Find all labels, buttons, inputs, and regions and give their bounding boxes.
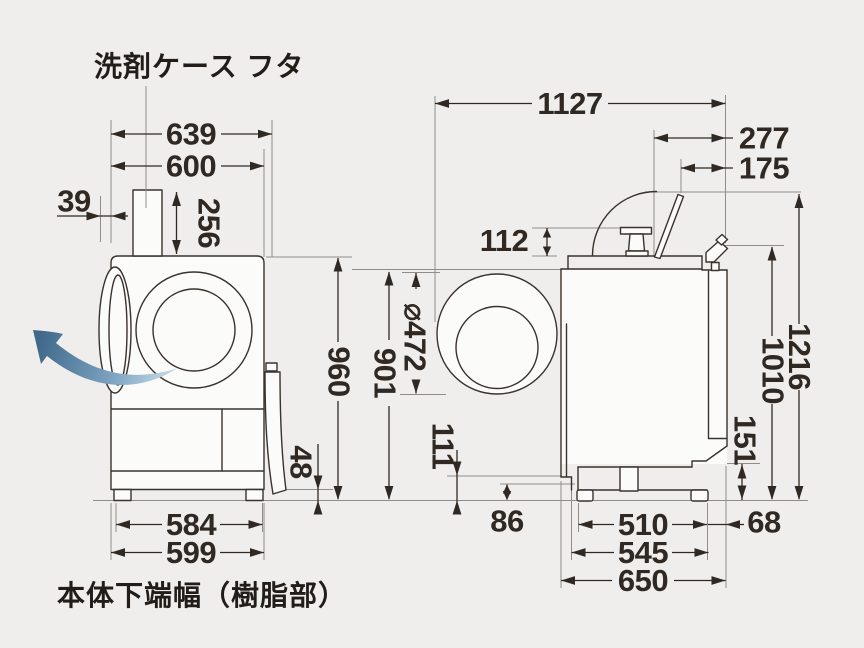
dim-1216: 1216 [782, 323, 817, 390]
dispenser-stem [627, 233, 646, 252]
dim-39: 39 [57, 184, 91, 219]
door-bulge-inner [455, 305, 539, 390]
dim-650: 650 [618, 563, 668, 598]
drain-hose [265, 362, 278, 372]
drum-outer-circle [135, 271, 253, 389]
water-inlet-tap [705, 240, 729, 263]
dim-151: 151 [728, 415, 763, 465]
front-view [33, 86, 287, 502]
front-foot-left [113, 488, 132, 502]
dispenser-base [625, 250, 649, 257]
open-door [98, 266, 132, 394]
open-door-inner [108, 274, 128, 386]
water-inlet-cap [715, 233, 729, 246]
door-bulge-outer [436, 273, 558, 395]
side-view [436, 190, 729, 502]
dim-86: 86 [490, 504, 524, 539]
dim-510: 510 [618, 507, 668, 542]
dim-599: 599 [166, 535, 216, 570]
dim-112: 112 [480, 223, 529, 258]
open-lid [653, 193, 685, 260]
front-foot-right [245, 488, 264, 502]
dim-639: 639 [166, 117, 216, 152]
center-bracket [619, 466, 639, 492]
dim-472: ⌀472 [398, 303, 433, 371]
dim-600: 600 [166, 149, 216, 184]
dispenser-cap [619, 226, 653, 235]
side-body-fill [561, 270, 727, 464]
dim-584: 584 [166, 507, 217, 542]
dim-68: 68 [747, 505, 781, 540]
dim-1127: 1127 [537, 86, 602, 121]
dim-1010: 1010 [756, 337, 791, 404]
drum-inner-circle [152, 288, 236, 372]
dimension-lines [57, 99, 804, 585]
side-foot-rear [690, 489, 709, 502]
dim-175: 175 [739, 151, 789, 186]
dim-256: 256 [192, 198, 227, 248]
side-foot-front [576, 489, 594, 502]
bottom-width-note: 本体下端幅（樹脂部） [57, 579, 347, 611]
dim-901: 901 [368, 348, 403, 398]
front-body [110, 255, 265, 491]
door-open-arrow [33, 330, 178, 386]
drain-hose-body [264, 371, 287, 495]
lid-open-arc [591, 190, 658, 257]
dim-545: 545 [618, 535, 668, 570]
rear-deck-box [710, 261, 720, 272]
dim-111: 111 [426, 423, 461, 470]
dim-277: 277 [739, 121, 789, 156]
dim-960: 960 [322, 346, 357, 396]
dimension-labels: 洗剤ケース フタ 本体下端幅（樹脂部） 639 600 39 256 960 4… [57, 50, 817, 611]
detergent-case [132, 189, 163, 257]
dim-48: 48 [284, 445, 319, 479]
detergent-case-lid-label: 洗剤ケース フタ [94, 50, 304, 82]
